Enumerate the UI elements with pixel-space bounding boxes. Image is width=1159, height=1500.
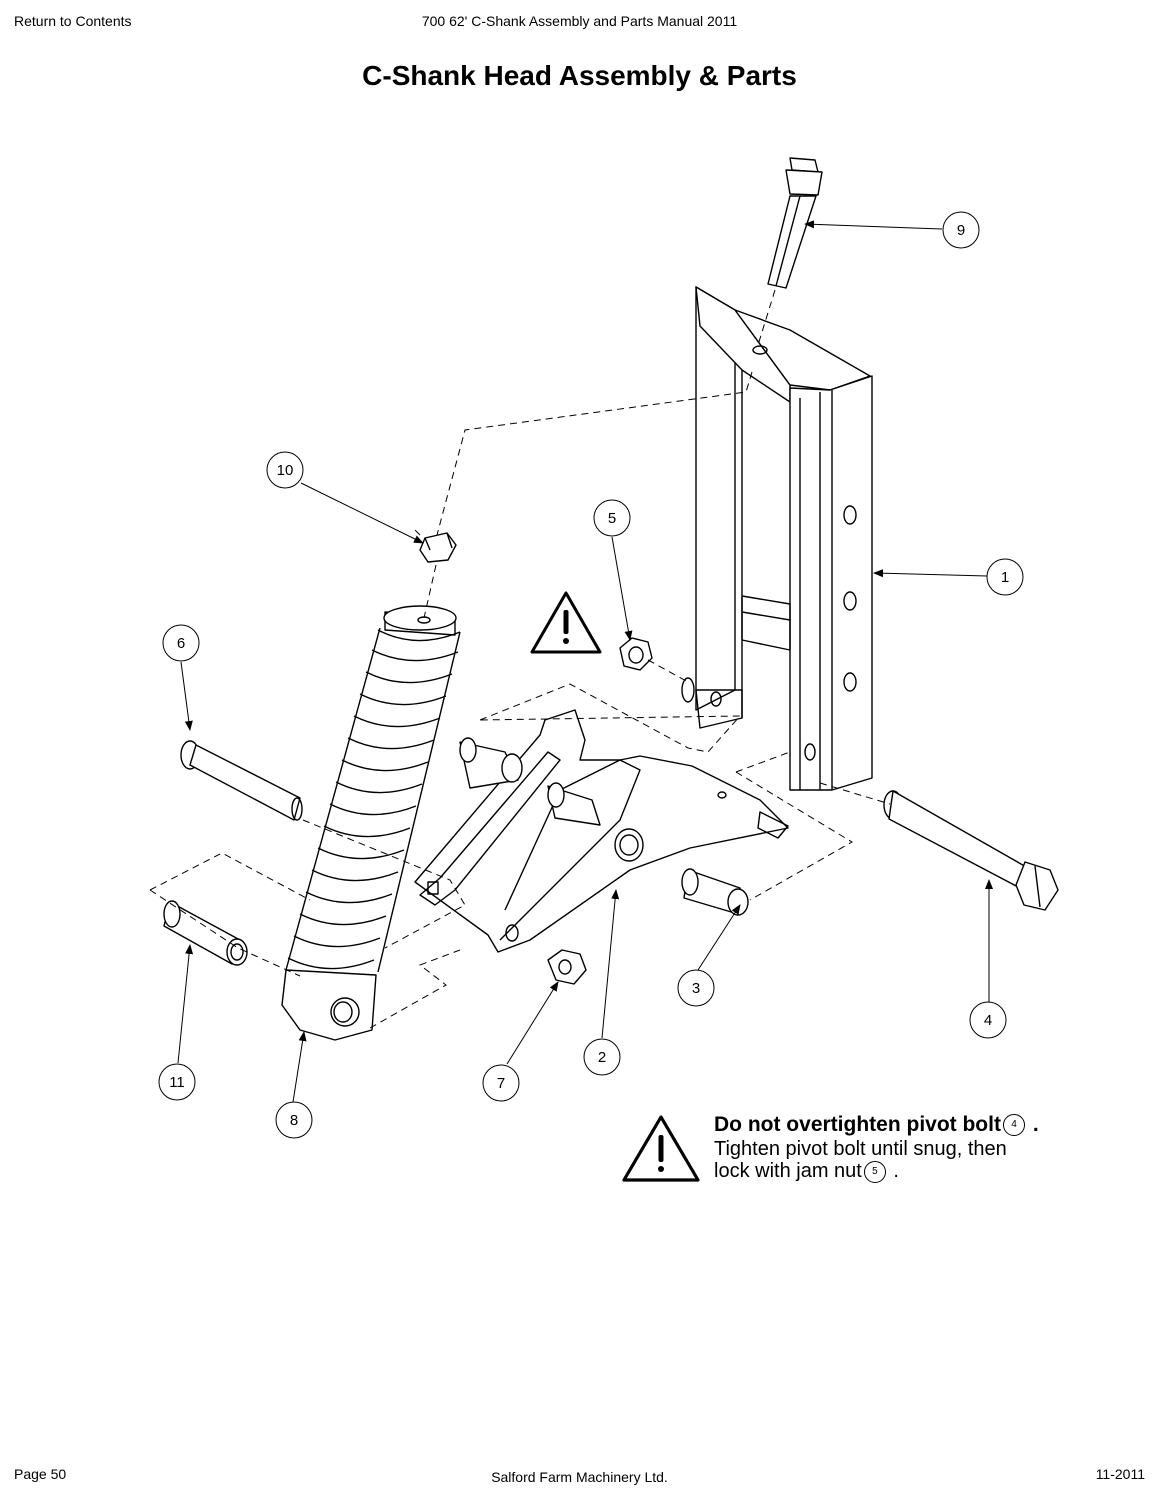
callout-11: 11 xyxy=(169,1074,185,1091)
part-10-nut xyxy=(419,532,457,563)
part-1-mount-bracket xyxy=(681,286,873,791)
callout-3: 3 xyxy=(692,980,700,997)
part-2-arm xyxy=(414,709,789,953)
warning-line-1-end: . xyxy=(1032,1113,1039,1136)
part-9-bolt xyxy=(767,157,823,289)
warning-ref-part-5: 5 xyxy=(863,1160,886,1183)
warning-line-2: Tighten pivot bolt until snug, then xyxy=(714,1138,1007,1160)
callout-8: 8 xyxy=(290,1112,298,1129)
callout-6: 6 xyxy=(177,635,185,652)
part-6-pin xyxy=(180,740,303,821)
callout-1: 1 xyxy=(1001,569,1009,586)
warning-icon xyxy=(530,591,602,654)
manual-title: 700 62' C-Shank Assembly and Parts Manua… xyxy=(421,13,738,29)
part-4-pivot-bolt xyxy=(883,790,1059,911)
warning-line-3-end: . xyxy=(893,1160,899,1182)
leader-lines xyxy=(177,220,993,1103)
company-name: Salford Farm Machinery Ltd. xyxy=(491,1469,668,1485)
part-3-bushing xyxy=(459,737,749,916)
warning-line-1-text: Do not overtighten pivot bolt xyxy=(714,1113,1001,1136)
callout-7: 7 xyxy=(497,1075,505,1092)
warning-note-icon xyxy=(622,1115,700,1182)
assembly-dashed-lines xyxy=(149,289,891,1029)
part-5-jam-nut xyxy=(619,637,653,671)
callout-2: 2 xyxy=(598,1049,606,1066)
callout-4: 4 xyxy=(984,1012,992,1029)
page-number: Page 50 xyxy=(14,1466,67,1482)
page-title: C-Shank Head Assembly & Parts xyxy=(362,60,797,91)
part-7-lock-nut xyxy=(547,949,587,985)
callout-5: 5 xyxy=(608,510,616,527)
revision-date: 11-2011 xyxy=(1095,1466,1145,1482)
warning-line-3-text: lock with jam nut xyxy=(714,1160,862,1182)
callout-10: 10 xyxy=(277,462,294,479)
return-to-contents-link[interactable]: Return to Contents xyxy=(14,13,132,29)
part-11-bushing xyxy=(163,900,248,966)
part-8-spring-assembly xyxy=(281,605,461,1041)
warning-ref-part-4: 4 xyxy=(1002,1114,1025,1137)
callout-9: 9 xyxy=(957,222,965,239)
callouts xyxy=(158,211,1024,1139)
